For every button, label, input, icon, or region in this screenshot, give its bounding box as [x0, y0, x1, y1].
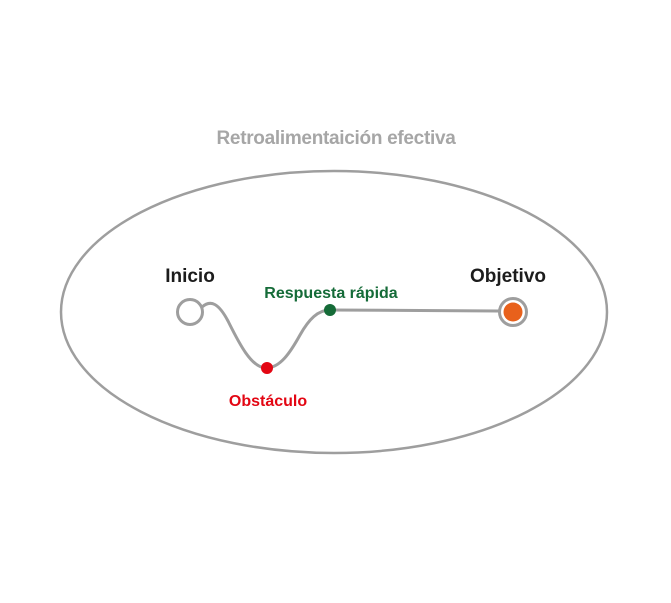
goal-node-core: [503, 302, 523, 322]
response-dot: [324, 304, 336, 316]
start-node: [176, 298, 204, 326]
feedback-path: [200, 301, 500, 370]
label-respuesta-rapida: Respuesta rápida: [264, 285, 397, 302]
label-inicio: Inicio: [165, 266, 215, 287]
label-obstaculo: Obstáculo: [229, 393, 307, 410]
obstacle-dot: [261, 362, 273, 374]
diagram-title: Retroalimentaición efectiva: [217, 128, 457, 149]
label-objetivo: Objetivo: [470, 266, 546, 287]
ellipse-boundary: [59, 169, 609, 455]
